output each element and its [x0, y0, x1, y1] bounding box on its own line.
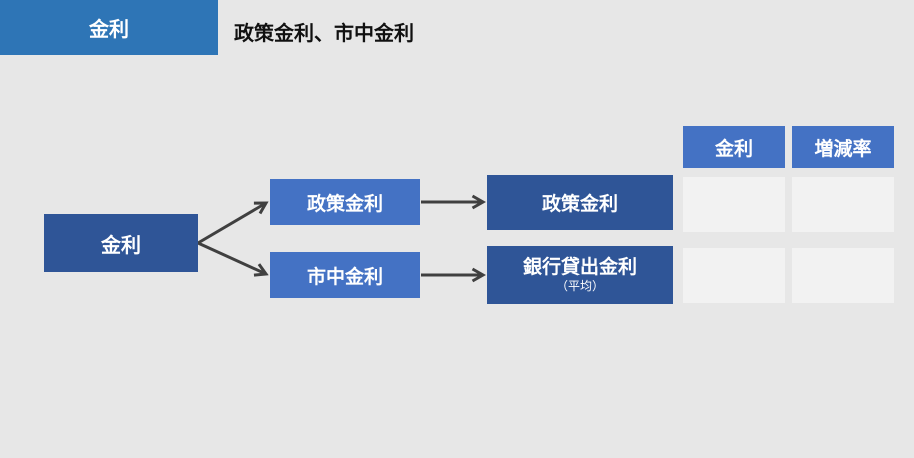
- node-policy-rate-detail-label: 政策金利: [541, 193, 618, 215]
- arrow-root-to-policy: [197, 201, 269, 245]
- root-node-interest-rate: 金利: [44, 214, 198, 272]
- node-market-rate-label: 市中金利: [306, 265, 383, 288]
- node-market-rate: 市中金利: [270, 252, 420, 298]
- page-title: 政策金利、市中金利: [234, 21, 414, 45]
- table-cell-lending-change: [792, 248, 894, 303]
- arrow-root-to-market: [197, 241, 269, 277]
- table-cell-policy-rate: [683, 177, 785, 232]
- table-header-rate-label: 金利: [714, 137, 753, 160]
- node-policy-rate-detail: 政策金利: [487, 175, 673, 230]
- node-bank-lending-rate-note: （平均）: [555, 278, 604, 293]
- node-bank-lending-rate: 銀行貸出金利 （平均）: [487, 246, 673, 304]
- node-bank-lending-rate-label: 銀行貸出金利: [522, 255, 637, 278]
- table-cell-lending-rate: [683, 248, 785, 303]
- root-node-label: 金利: [101, 232, 141, 257]
- header-tag-label: 金利: [89, 17, 129, 41]
- header-tag: 金利: [0, 0, 218, 55]
- table-header-change-rate-label: 増減率: [814, 137, 872, 160]
- table-cell-policy-change: [792, 177, 894, 232]
- table-header-rate: 金利: [683, 126, 785, 168]
- table-header-change-rate: 増減率: [792, 126, 894, 168]
- node-policy-rate-label: 政策金利: [306, 192, 383, 215]
- node-policy-rate: 政策金利: [270, 179, 420, 225]
